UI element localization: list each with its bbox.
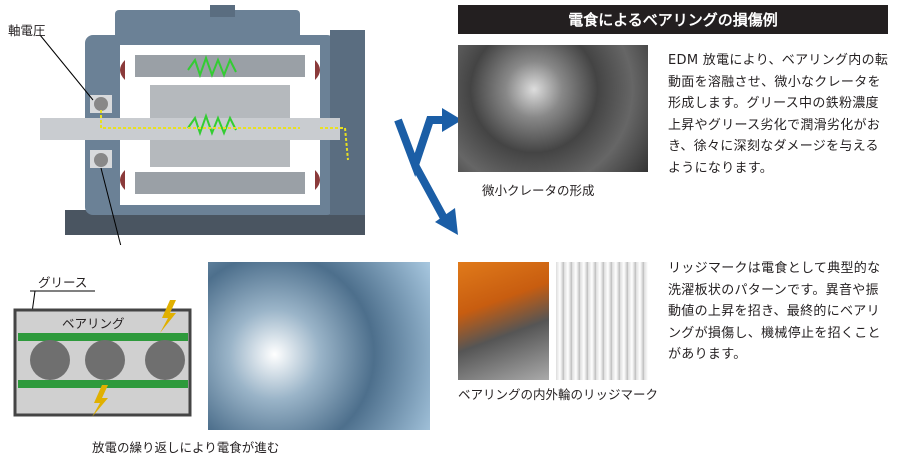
crater-caption: 微小クレータの形成	[482, 183, 595, 198]
lightning-icon	[160, 300, 176, 333]
shaft-voltage-label: 軸電圧	[8, 23, 46, 38]
ridge-caption: ベアリングの内外輪のリッジマーク	[458, 387, 659, 402]
bottom-caption: 放電の繰り返しにより電食が進む	[92, 440, 280, 455]
grease-label: グリース	[38, 275, 88, 290]
section-header: 電食によるベアリングの損傷例	[458, 5, 888, 34]
bearing-machinery-photo	[208, 262, 430, 430]
bearing-ring-photo	[458, 262, 549, 380]
bearing-label: ベアリング	[62, 316, 125, 331]
arrow-right-icon	[442, 108, 462, 132]
ridge-description: リッジマークは電食として典型的な洗濯板状のパターンです。異音や振動値の上昇を招き…	[668, 261, 881, 362]
crater-photo	[458, 45, 648, 172]
arrows	[394, 108, 462, 235]
motor-illustration	[39, 5, 365, 245]
ridge-mark-photo	[556, 262, 648, 380]
arrow-down-right-icon	[435, 208, 458, 235]
lightning-icon	[92, 385, 108, 417]
bearing-diagram	[13, 290, 192, 417]
crater-description: EDM 放電により、ベアリング内の転動面を溶融させ、微小なクレータを形成します。…	[668, 53, 889, 176]
